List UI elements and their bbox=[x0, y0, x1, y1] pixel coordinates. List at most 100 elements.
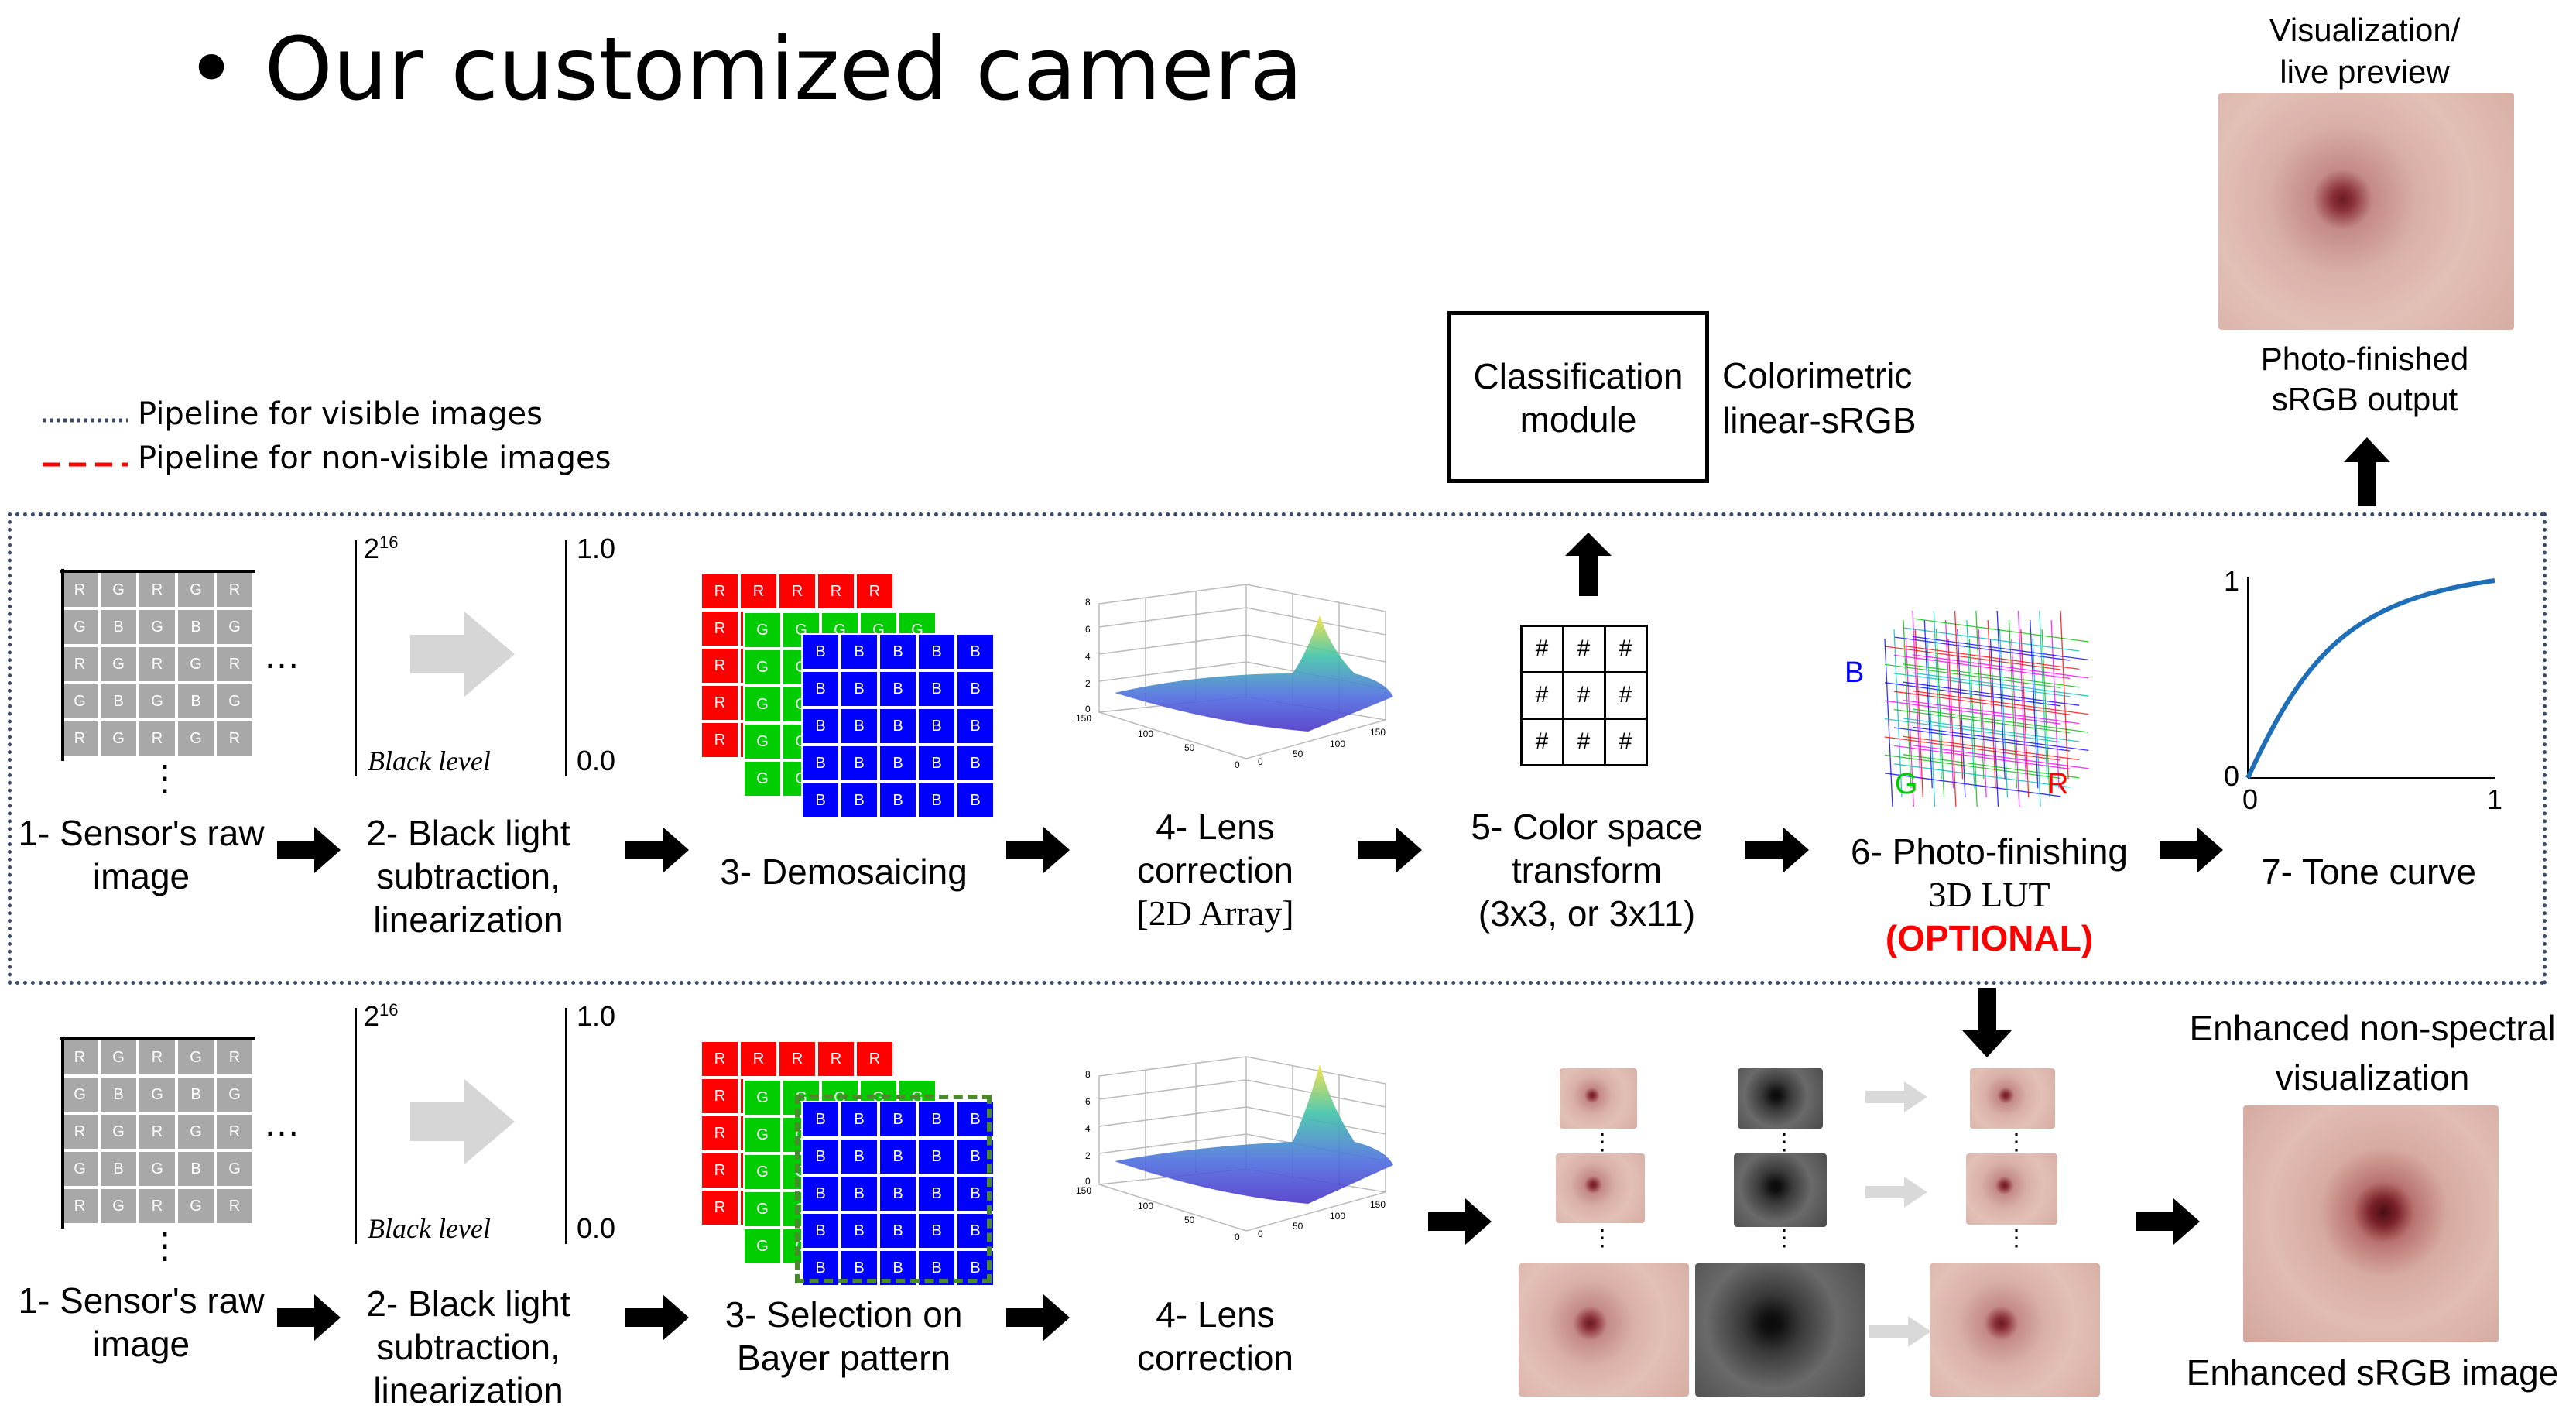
raw-vdots: ⋮ bbox=[147, 1225, 183, 1266]
svg-text:2: 2 bbox=[1085, 678, 1091, 689]
svg-text:4: 4 bbox=[1085, 651, 1091, 662]
raw-grid-border bbox=[60, 569, 255, 761]
scale-max-label: 1.0 bbox=[577, 1000, 616, 1032]
bayer-cell: B bbox=[99, 1150, 138, 1188]
right-arrow-icon bbox=[1006, 827, 1070, 873]
matrix-cell: # bbox=[1519, 670, 1564, 720]
tone-y-min: 0 bbox=[2224, 760, 2240, 792]
black-level-label: Black level bbox=[368, 745, 491, 776]
scale-min-label: 0.0 bbox=[577, 745, 616, 776]
right-arrow-icon bbox=[625, 1294, 689, 1341]
bayer-cell: G bbox=[138, 1150, 176, 1188]
channel-cell: B bbox=[801, 633, 840, 670]
bayer-cell: R bbox=[138, 1113, 176, 1150]
bayer-cell: B bbox=[176, 683, 215, 720]
channel-cell: B bbox=[801, 670, 840, 708]
svg-text:0: 0 bbox=[1258, 1229, 1263, 1239]
channel-cell: B bbox=[917, 1175, 956, 1212]
spectral-band-thumb bbox=[1734, 1153, 1827, 1227]
svg-text:50: 50 bbox=[1184, 1215, 1195, 1225]
channel-cell: B bbox=[956, 782, 995, 819]
channel-cell: R bbox=[701, 1189, 739, 1226]
channel-cell: R bbox=[701, 610, 739, 647]
bayer-cell: G bbox=[215, 1076, 254, 1113]
vdots: ⋮ bbox=[1773, 1129, 1796, 1155]
live-preview-photo bbox=[2218, 93, 2514, 330]
channel-cell: R bbox=[778, 573, 817, 610]
matrix-cell: # bbox=[1561, 670, 1606, 720]
channel-cell: R bbox=[817, 1040, 855, 1078]
legend-nonvisible-label: Pipeline for non-visible images bbox=[138, 440, 611, 476]
svg-text:8: 8 bbox=[1085, 597, 1091, 608]
bayer-cell: R bbox=[138, 571, 176, 608]
step7-label: 7- Tone curve bbox=[2261, 852, 2476, 892]
bayer-cell: G bbox=[99, 720, 138, 757]
up-arrow-icon bbox=[2344, 437, 2390, 506]
channel-cell: R bbox=[701, 1040, 739, 1078]
right-arrow-icon bbox=[1006, 1294, 1070, 1341]
bayer-cell: G bbox=[99, 571, 138, 608]
enhanced-srgb-label: Enhanced sRGB image bbox=[2186, 1352, 2559, 1393]
channel-cell: G bbox=[743, 1153, 782, 1191]
channel-cell: G bbox=[743, 1228, 782, 1265]
bayer-cell: G bbox=[215, 1150, 254, 1188]
black-level-axis-left bbox=[355, 1008, 357, 1244]
gray-arrow-icon bbox=[1865, 1177, 1927, 1208]
svg-text:50: 50 bbox=[1293, 749, 1303, 759]
channel-cell: B bbox=[840, 782, 879, 819]
up-arrow-icon bbox=[1565, 533, 1612, 596]
channel-cell: B bbox=[879, 1101, 917, 1138]
spectral-rgb-thumb bbox=[1556, 1153, 1645, 1223]
classification-module-box bbox=[1447, 311, 1709, 483]
vdots: ⋮ bbox=[2005, 1129, 2028, 1155]
bayer-cell: G bbox=[176, 1113, 215, 1150]
spectral-band-photo bbox=[1695, 1263, 1865, 1397]
scale-max-label: 1.0 bbox=[577, 533, 616, 564]
bayer-cell: G bbox=[215, 683, 254, 720]
channel-cell: B bbox=[840, 633, 879, 670]
bayer-cell: B bbox=[176, 1076, 215, 1113]
bayer-cell: R bbox=[138, 646, 176, 683]
gray-arrow-icon bbox=[1865, 1081, 1927, 1112]
bayer-cell: G bbox=[176, 720, 215, 757]
enhanced-thumb bbox=[1970, 1068, 2055, 1129]
channel-cell: B bbox=[840, 708, 879, 745]
bayer-cell: R bbox=[215, 720, 254, 757]
channel-cell: B bbox=[801, 782, 840, 819]
channel-cell: R bbox=[855, 1040, 894, 1078]
bayer-cell: R bbox=[60, 646, 99, 683]
channel-cell: B bbox=[801, 708, 840, 745]
channel-cell: B bbox=[840, 670, 879, 708]
channel-cell: B bbox=[801, 1101, 840, 1138]
svg-text:150: 150 bbox=[1370, 727, 1386, 738]
svg-text:150: 150 bbox=[1076, 713, 1091, 724]
channel-cell: G bbox=[743, 686, 782, 723]
channel-cell: B bbox=[917, 1138, 956, 1175]
bayer-cell: G bbox=[176, 1188, 215, 1225]
bayer-cell: R bbox=[215, 1188, 254, 1225]
channel-cell: R bbox=[817, 573, 855, 610]
black-level-axis-right bbox=[565, 540, 567, 776]
channel-cell: B bbox=[879, 633, 917, 670]
svg-text:0: 0 bbox=[1258, 756, 1263, 767]
svg-text:0: 0 bbox=[1085, 1176, 1091, 1187]
channel-cell: G bbox=[743, 760, 782, 797]
channel-cell: B bbox=[917, 1212, 956, 1249]
bayer-cell: G bbox=[138, 1076, 176, 1113]
channel-cell: B bbox=[917, 745, 956, 782]
right-arrow-icon bbox=[2160, 827, 2223, 873]
channel-cell: R bbox=[701, 647, 739, 684]
svg-text:6: 6 bbox=[1085, 624, 1091, 635]
gray-arrow-icon bbox=[1869, 1316, 1931, 1347]
bayer-cell: G bbox=[138, 608, 176, 646]
channel-cell: B bbox=[840, 745, 879, 782]
svg-text:150: 150 bbox=[1370, 1199, 1386, 1210]
channel-cell: B bbox=[879, 1212, 917, 1249]
